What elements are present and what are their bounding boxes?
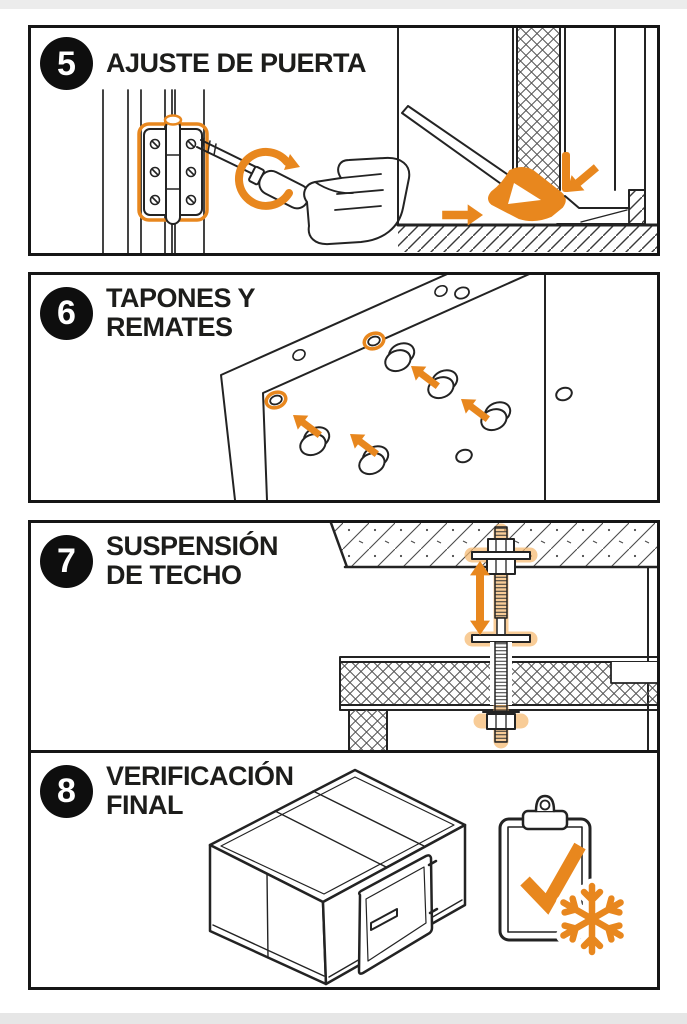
step-number: 5 [57,44,76,83]
screw-hole [553,384,575,404]
wall-panel-section [348,709,388,750]
step-5-header: 5 AJUSTE DE PUERTA [40,37,367,90]
step-number-badge: 5 [40,37,93,90]
caps-and-trims-illustration [220,275,575,500]
step-title: SUSPENSIÓN DE TECHO [106,531,279,590]
door-hinge-icon [137,114,209,225]
step-title: TAPONES Y REMATES [106,283,256,342]
step-title: AJUSTE DE PUERTA [106,48,367,78]
step-number: 7 [57,542,76,580]
step-number: 8 [57,772,76,810]
rotation-arrow-icon [235,147,300,210]
hinge-screws [149,138,197,206]
panel-step-7: 7 SUSPENSIÓN DE TECHO [28,520,660,753]
open-door-leaf [401,105,521,192]
snowflake-icon [559,886,624,952]
edge-hole [290,346,308,364]
door-adjustment-illustration [102,28,657,253]
push-arrow-right-icon [442,204,483,226]
ceiling-suspension-illustration [329,523,657,750]
check-mark-icon [520,842,586,915]
step-8-header: 8 VERIFICACIÓN FINAL [40,762,294,820]
panel-step-5: 5 AJUSTE DE PUERTA [28,25,660,256]
step-7-header: 7 SUSPENSIÓN DE TECHO [40,531,279,590]
cold-room-door [357,854,439,975]
step-number: 6 [57,294,76,332]
floor-hatch [396,223,657,252]
panel-step-6: 6 TAPONES Y REMATES [28,272,660,503]
step-number-badge: 8 [40,764,93,818]
step-number-badge: 6 [40,286,93,340]
highlighted-hole-ring-icon [262,387,290,413]
final-check-illustration [208,768,657,986]
door-bottom-section [396,28,657,252]
step-6-header: 6 TAPONES Y REMATES [40,283,256,342]
edge-hole [432,282,450,300]
adjust-down-arrow-icon [470,596,490,635]
panel-edge-lines [220,275,530,500]
cold-room-box-icon [208,768,467,986]
threaded-suspension-rod-icon [471,526,531,743]
screw-hole [453,446,475,466]
hand-icon [303,156,411,246]
screw-hole [452,284,472,302]
door-seal-gasket-icon [488,152,570,222]
threshold-profile [556,189,646,225]
highlighted-hole-ring-icon [360,328,388,354]
panel-step-8: 8 VERIFICACIÓN FINAL [28,750,660,990]
step-title: VERIFICACIÓN FINAL [106,761,294,820]
step-number-badge: 7 [40,534,93,588]
door-jamb-lines [614,28,646,191]
cropped-footer-remnant [0,1013,687,1024]
cropped-header-remnant [0,0,687,9]
cover-cap-icon [422,365,464,403]
